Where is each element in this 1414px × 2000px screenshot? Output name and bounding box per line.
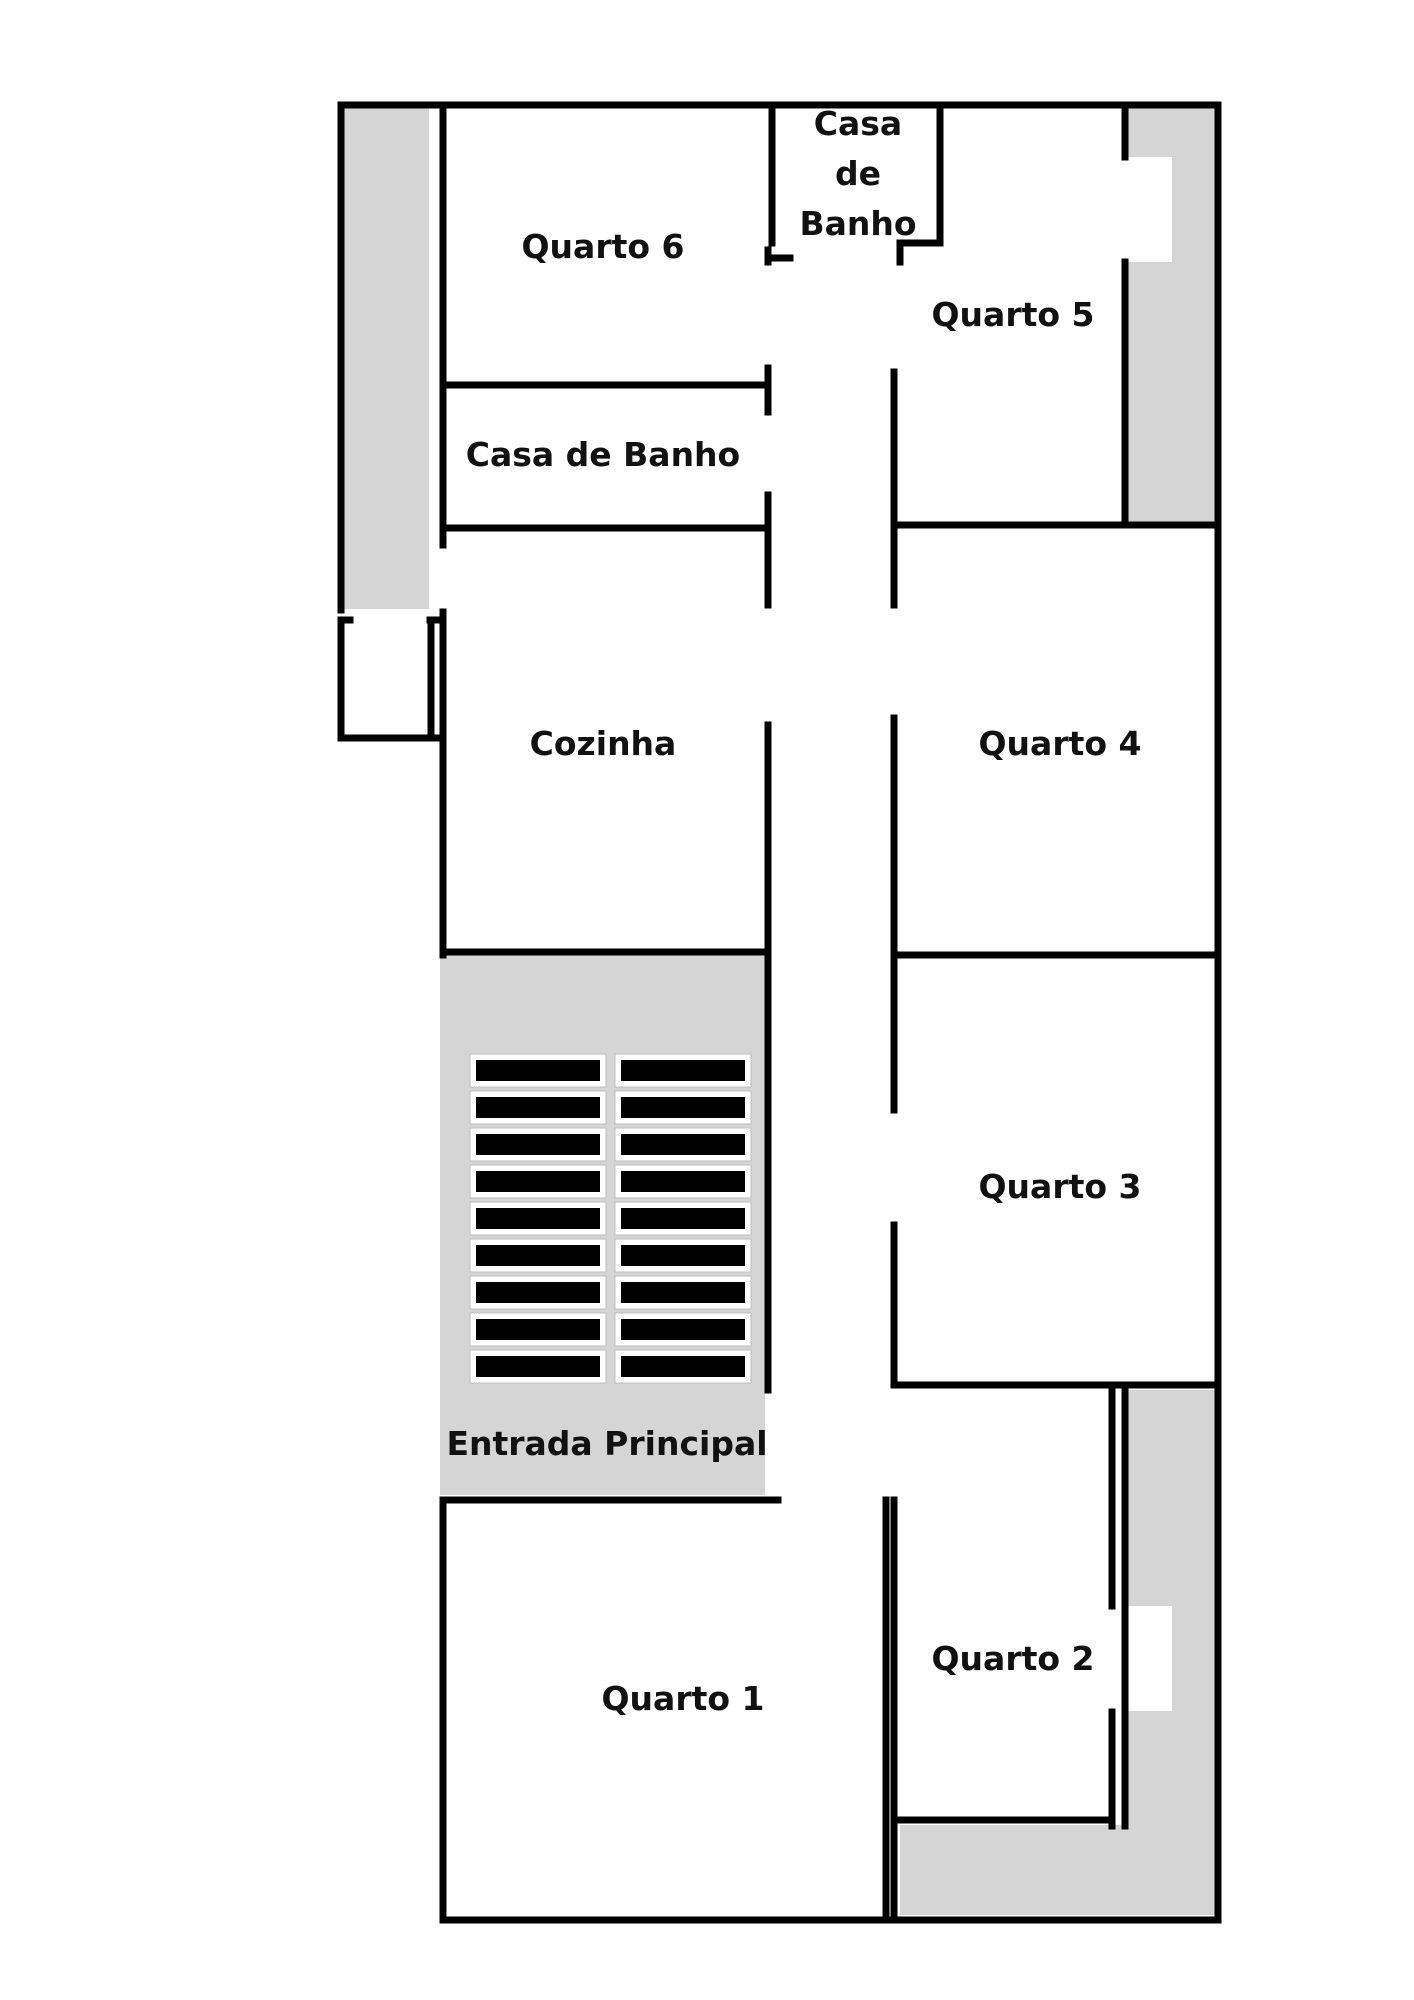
stair-step	[476, 1356, 600, 1377]
stair-step	[476, 1245, 600, 1266]
left-corridor-shaded	[344, 107, 429, 609]
window-opening-quarto2	[1120, 1606, 1172, 1711]
room-labels: Quarto 6 Casa de Banho Quarto 5 Casa de …	[446, 104, 1141, 1718]
label-casa-de-banho-top-line1: Casa	[814, 104, 902, 143]
label-casa-de-banho-top-line2: de	[835, 154, 881, 193]
stair-step	[621, 1356, 745, 1377]
label-entrada-principal: Entrada Principal	[446, 1424, 767, 1463]
walls	[337, 101, 1222, 1924]
label-quarto4: Quarto 4	[979, 724, 1142, 763]
label-casa-de-banho: Casa de Banho	[466, 435, 740, 474]
window-opening-quarto5	[1120, 157, 1172, 262]
stair-step	[621, 1319, 745, 1340]
label-quarto6: Quarto 6	[522, 227, 685, 266]
stair-step	[476, 1134, 600, 1155]
label-quarto3: Quarto 3	[979, 1167, 1142, 1206]
label-casa-de-banho-top-line3: Banho	[799, 204, 916, 243]
label-quarto5: Quarto 5	[932, 295, 1095, 334]
stair-step	[621, 1171, 745, 1192]
stair-step	[621, 1134, 745, 1155]
stair-step	[476, 1060, 600, 1081]
label-quarto1: Quarto 1	[602, 1679, 765, 1718]
staircase	[469, 1053, 752, 1384]
stair-step	[476, 1097, 600, 1118]
stair-step	[621, 1245, 745, 1266]
label-quarto2: Quarto 2	[932, 1639, 1095, 1678]
stair-step	[621, 1208, 745, 1229]
right-balcony-bottom-horizontal	[900, 1825, 1215, 1915]
stair-step	[621, 1282, 745, 1303]
stair-step	[476, 1282, 600, 1303]
stair-step	[476, 1208, 600, 1229]
window-openings	[1120, 157, 1172, 1711]
stair-step	[621, 1097, 745, 1118]
label-cozinha: Cozinha	[530, 724, 677, 763]
stair-step	[476, 1171, 600, 1192]
stair-step	[476, 1319, 600, 1340]
stair-step	[621, 1060, 745, 1081]
